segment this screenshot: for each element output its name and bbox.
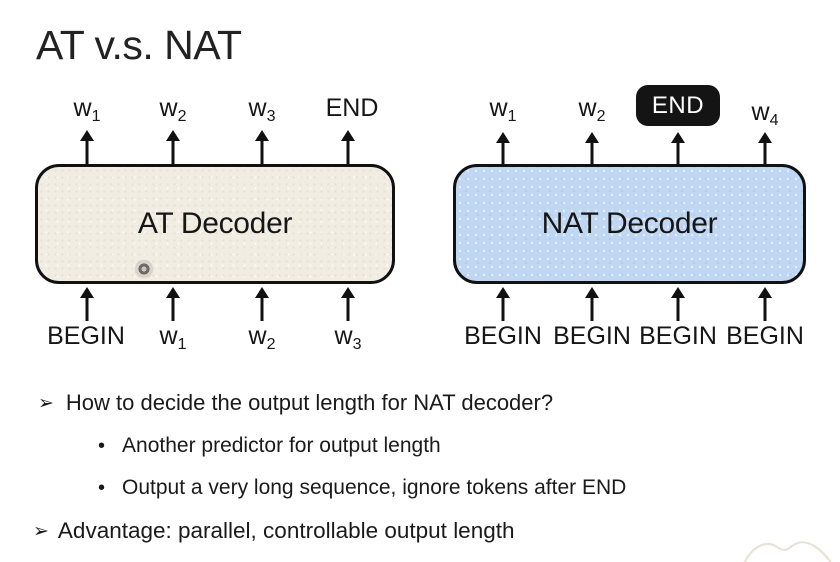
token-text: w — [578, 94, 597, 122]
arrow-up-icon — [80, 287, 94, 321]
nat-input-token: BEGIN — [448, 320, 558, 352]
token-text: w — [248, 322, 267, 350]
at-output-token: w3 — [207, 92, 317, 133]
bullet-text: Output a very long sequence, ignore toke… — [122, 476, 627, 499]
token-text: BEGIN — [639, 322, 717, 350]
token-text: BEGIN — [47, 322, 125, 350]
nat-output-token: w2 — [537, 92, 647, 133]
token-sub: 1 — [177, 336, 187, 353]
arrow-up-icon — [671, 132, 685, 164]
arrow-up-icon — [341, 287, 355, 321]
token-sub: 2 — [596, 108, 606, 125]
bullet-text: Advantage: parallel, controllable output… — [57, 518, 515, 543]
token-sub: 3 — [266, 108, 276, 125]
token-text: BEGIN — [464, 322, 542, 350]
arrow-up-icon — [496, 287, 510, 321]
token-sub: 2 — [177, 108, 187, 125]
arrow-up-icon — [255, 130, 269, 164]
arrow-up-icon — [758, 287, 772, 321]
token-sub: 1 — [91, 108, 101, 125]
token-text: END — [651, 91, 705, 119]
arrow-up-icon — [255, 287, 269, 321]
nat-output-token: w4 — [710, 96, 820, 137]
arrow-up-icon — [758, 132, 772, 164]
dot-bullet-icon: • — [98, 477, 106, 499]
nat-output-end-badge: END — [636, 85, 720, 126]
at-input-token: w3 — [293, 320, 403, 361]
bullet-sub-predictor: • Another predictor for output length — [98, 434, 441, 458]
arrow-up-icon — [341, 130, 355, 164]
at-input-token: BEGIN — [31, 320, 141, 361]
token-sub: 4 — [769, 112, 779, 129]
bullet-advantage: ➢ Advantage: parallel, controllable outpu… — [33, 518, 515, 544]
token-text: w — [73, 94, 92, 122]
token-text: w — [751, 98, 770, 126]
bullet-text: Another predictor for output length — [122, 434, 441, 457]
token-text: w — [248, 94, 267, 122]
dot-bullet-icon: • — [98, 435, 106, 457]
arrowhead-bullet-icon: ➢ — [33, 521, 49, 542]
arrow-up-icon — [585, 287, 599, 321]
nat-input-token: BEGIN — [623, 320, 733, 352]
at-decoder-box: AT Decoder — [35, 164, 395, 284]
at-output-token: w1 — [32, 92, 142, 133]
at-input-token: w1 — [118, 320, 228, 361]
arrow-up-icon — [496, 132, 510, 164]
bullet-question-length: ➢ How to decide the output length for NAT… — [38, 390, 553, 416]
at-decoder-label: AT Decoder — [137, 207, 293, 240]
bullet-sub-long-sequence: • Output a very long sequence, ignore tok… — [98, 476, 626, 500]
token-text: w — [334, 322, 353, 350]
arrow-up-icon — [671, 287, 685, 321]
token-text: w — [159, 94, 178, 122]
arrowhead-bullet-icon: ➢ — [38, 393, 54, 414]
token-sub: 3 — [352, 336, 362, 353]
token-text: BEGIN — [553, 322, 631, 350]
nat-input-token: BEGIN — [710, 320, 820, 352]
nat-decoder-label: NAT Decoder — [541, 207, 718, 240]
nat-input-token: BEGIN — [537, 320, 647, 352]
token-sub: 1 — [507, 108, 517, 125]
at-input-token: w2 — [207, 320, 317, 361]
bullet-text: How to decide the output length for NAT … — [65, 390, 554, 415]
pointer-dot-icon — [134, 259, 154, 279]
token-text: BEGIN — [726, 322, 804, 350]
at-output-token: w2 — [118, 92, 228, 133]
arrow-up-icon — [166, 130, 180, 164]
watermark-bumps-icon — [743, 541, 832, 562]
nat-output-token: w1 — [448, 92, 558, 133]
token-text: END — [325, 94, 379, 122]
arrow-up-icon — [80, 130, 94, 164]
at-output-token: END — [297, 92, 407, 133]
nat-decoder-box: NAT Decoder — [453, 164, 806, 284]
page-title: AT v.s. NAT — [36, 22, 242, 68]
arrow-up-icon — [585, 132, 599, 164]
arrow-up-icon — [166, 287, 180, 321]
token-sub: 2 — [266, 336, 276, 353]
token-text: w — [489, 94, 508, 122]
token-text: w — [159, 322, 178, 350]
